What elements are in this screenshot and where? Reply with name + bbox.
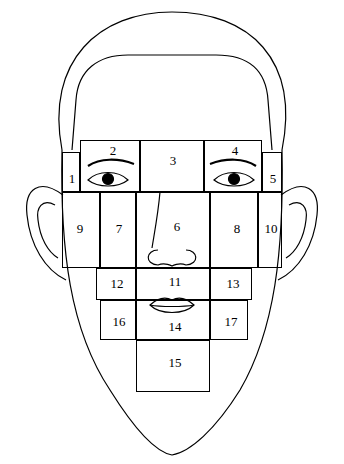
face-region-box: 14 [136, 300, 210, 340]
region-number: 14 [168, 320, 183, 334]
region-number: 9 [76, 222, 85, 236]
face-region-box: 17 [210, 300, 248, 340]
face-region-box: 11 [136, 268, 210, 300]
nose [148, 250, 196, 266]
face-region-box: 10 [258, 192, 282, 268]
face-region-box: 16 [100, 300, 136, 340]
face-region-box: 12 [96, 268, 136, 300]
left-ear-inner [38, 203, 58, 258]
face-region-box: 1 [62, 152, 80, 192]
face-region-box: 6 [136, 192, 210, 268]
face-outline [62, 150, 283, 455]
region-number: 1 [68, 172, 77, 186]
region-number: 6 [173, 220, 182, 234]
right-ear [278, 187, 317, 280]
left-eye [88, 173, 128, 187]
head-outline [59, 12, 286, 150]
region-number: 7 [115, 222, 124, 236]
region-number: 10 [264, 222, 279, 236]
right-ear-inner [286, 203, 306, 258]
face-region-box: 7 [100, 192, 136, 268]
region-number: 3 [169, 154, 178, 168]
left-eyebrow [88, 160, 134, 166]
face-region-box: 5 [262, 152, 282, 192]
right-eyebrow [210, 160, 256, 166]
face-region-box: 3 [140, 140, 204, 192]
region-number: 15 [168, 356, 183, 370]
left-ear [27, 187, 66, 280]
region-number: 12 [110, 277, 125, 291]
region-number: 8 [233, 222, 242, 236]
face-region-box: 9 [62, 192, 100, 268]
region-number: 5 [269, 172, 278, 186]
face-region-box: 8 [210, 192, 258, 268]
region-number: 2 [109, 144, 118, 158]
face-region-box: 2 [80, 140, 140, 192]
region-number: 4 [231, 144, 240, 158]
lip-line [150, 305, 194, 307]
hairline [72, 55, 272, 150]
face-region-box: 4 [204, 140, 262, 192]
region-number: 13 [226, 277, 241, 291]
right-iris [229, 174, 240, 185]
region-number: 16 [112, 315, 127, 329]
region-number: 11 [168, 275, 183, 289]
nose-bridge [152, 192, 160, 248]
right-eye [214, 173, 254, 187]
face-region-box: 15 [136, 340, 210, 392]
region-number: 17 [224, 315, 239, 329]
face-region-box: 13 [210, 268, 252, 300]
left-iris [103, 174, 114, 185]
